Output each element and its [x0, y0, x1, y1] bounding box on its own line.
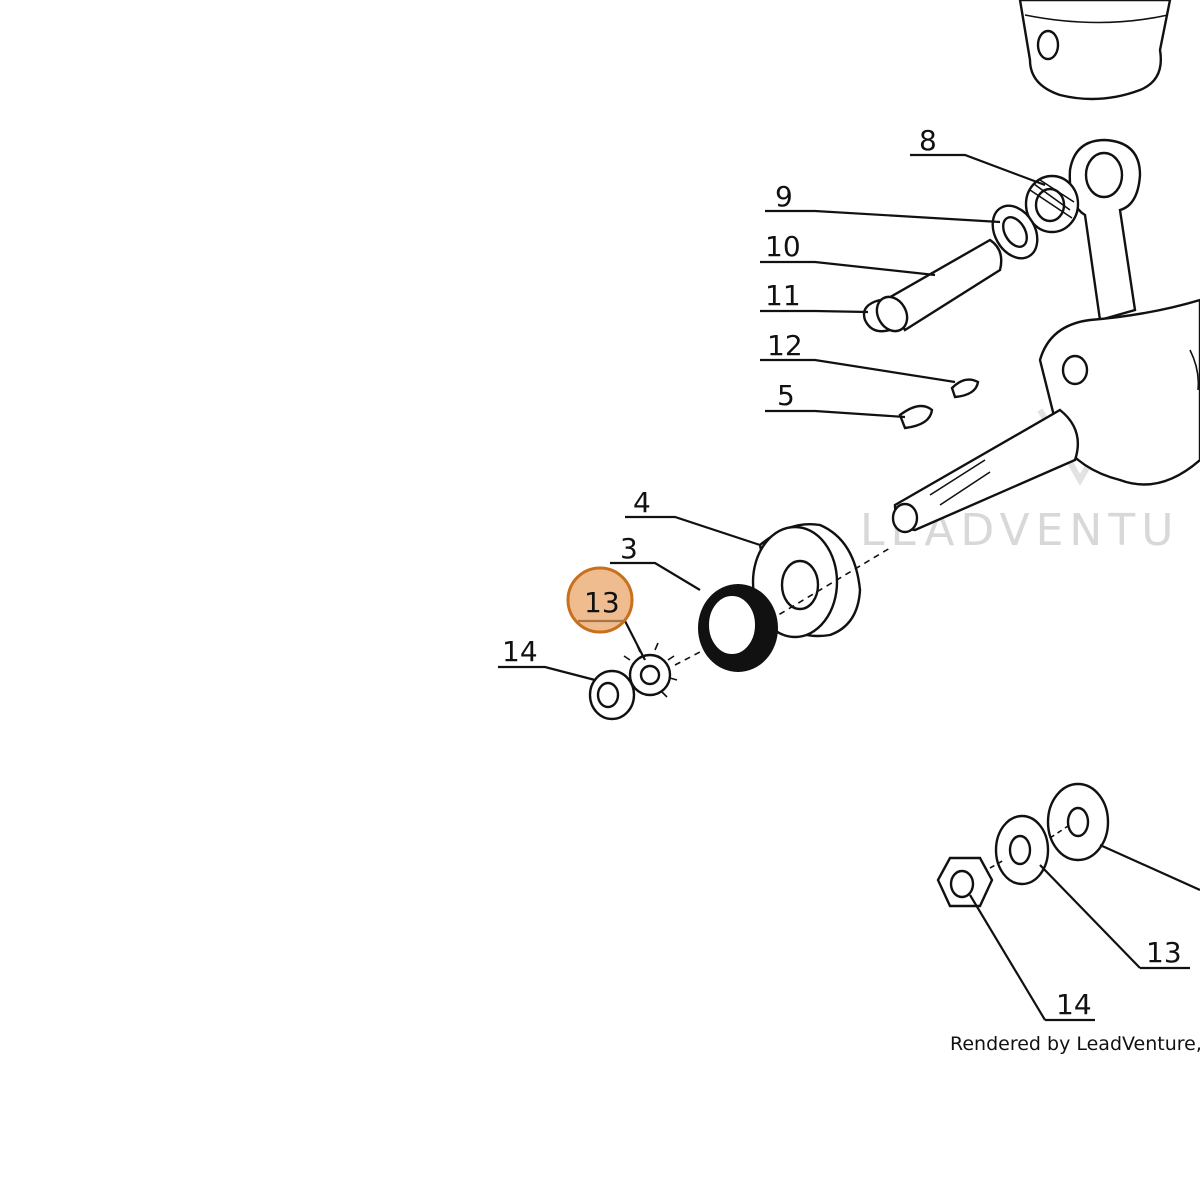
callout-9[interactable]: 9	[775, 180, 793, 213]
callout-14-right[interactable]: 14	[1056, 988, 1092, 1021]
callout-10[interactable]: 10	[765, 230, 801, 263]
highlight-circle-13[interactable]	[566, 566, 634, 634]
crankshaft	[891, 298, 1200, 534]
piston	[1018, 0, 1172, 101]
nut-14-left	[588, 669, 636, 721]
key-12	[950, 378, 980, 399]
callout-11[interactable]: 11	[765, 279, 801, 312]
connecting-rod	[1068, 138, 1142, 322]
needle-bearing-8	[1024, 174, 1080, 234]
callout-4[interactable]: 4	[633, 486, 651, 519]
callout-5[interactable]: 5	[777, 379, 795, 412]
lock-washer-13-left	[623, 642, 678, 698]
lock-washer-13-right	[994, 814, 1050, 886]
piston-pin-10	[875, 238, 1003, 333]
key-5	[898, 404, 934, 430]
render-credit: Rendered by LeadVenture, Inc.	[950, 1033, 1200, 1055]
callout-8[interactable]: 8	[919, 124, 937, 157]
callout-13-right[interactable]: 13	[1146, 936, 1182, 969]
callout-13-left[interactable]: 13	[584, 586, 620, 619]
washer-lower-right	[1046, 782, 1110, 862]
circlip-11	[862, 298, 891, 333]
oil-seal-3	[698, 584, 778, 672]
bearing-4	[751, 523, 862, 639]
washer-9	[991, 204, 1039, 260]
callout-3[interactable]: 3	[620, 532, 638, 565]
nut-14-right	[936, 856, 994, 908]
callout-14-left[interactable]: 14	[502, 635, 538, 668]
callout-12[interactable]: 12	[767, 329, 803, 362]
